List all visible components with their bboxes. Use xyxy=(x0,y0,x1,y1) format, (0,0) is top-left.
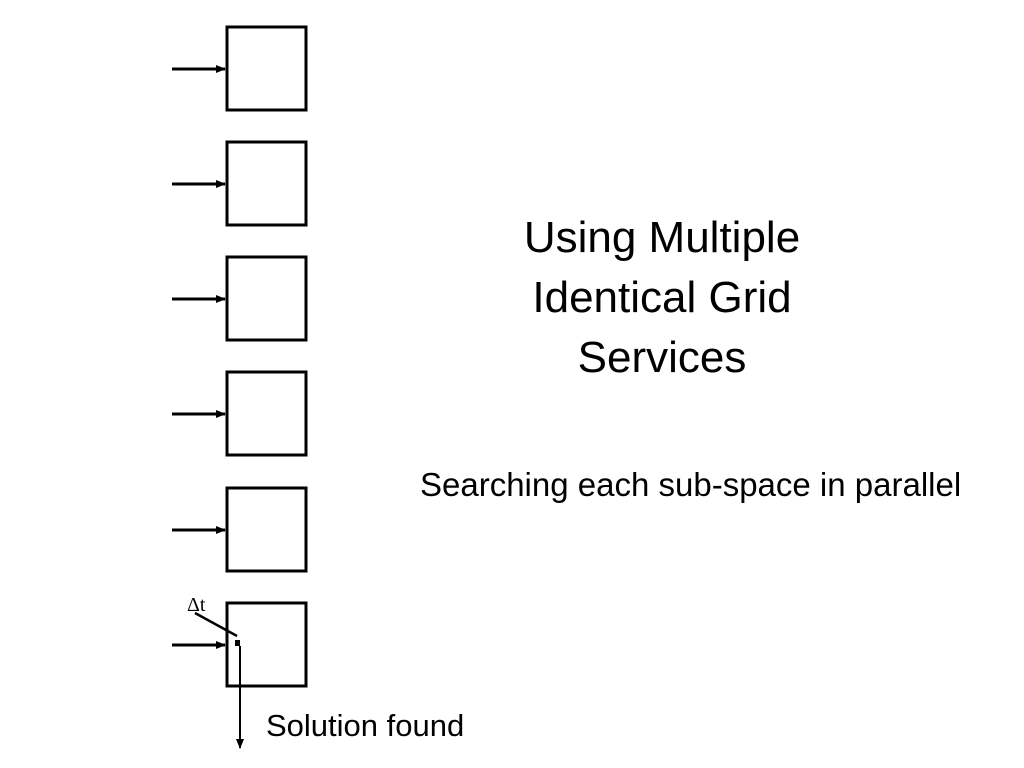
delta-t-pointer xyxy=(194,611,238,638)
solution-found-label: Solution found xyxy=(266,708,465,743)
service-box-2 xyxy=(225,140,308,227)
title-line-3: Services xyxy=(577,333,747,382)
service-box-6 xyxy=(225,601,308,688)
service-box-1 xyxy=(225,25,308,112)
service-box-3 xyxy=(225,255,308,342)
title-line-2: Identical Grid xyxy=(532,273,792,322)
delta-t-label: Δt xyxy=(187,594,206,616)
slide-subtitle: Searching each sub-space in parallel xyxy=(420,466,962,503)
title-line-1: Using Multiple xyxy=(523,213,801,262)
slide-title: Using Multiple Identical Grid Services xyxy=(462,208,862,388)
service-box-5 xyxy=(225,486,308,573)
service-box-4 xyxy=(225,370,308,457)
solution-point xyxy=(235,640,240,646)
